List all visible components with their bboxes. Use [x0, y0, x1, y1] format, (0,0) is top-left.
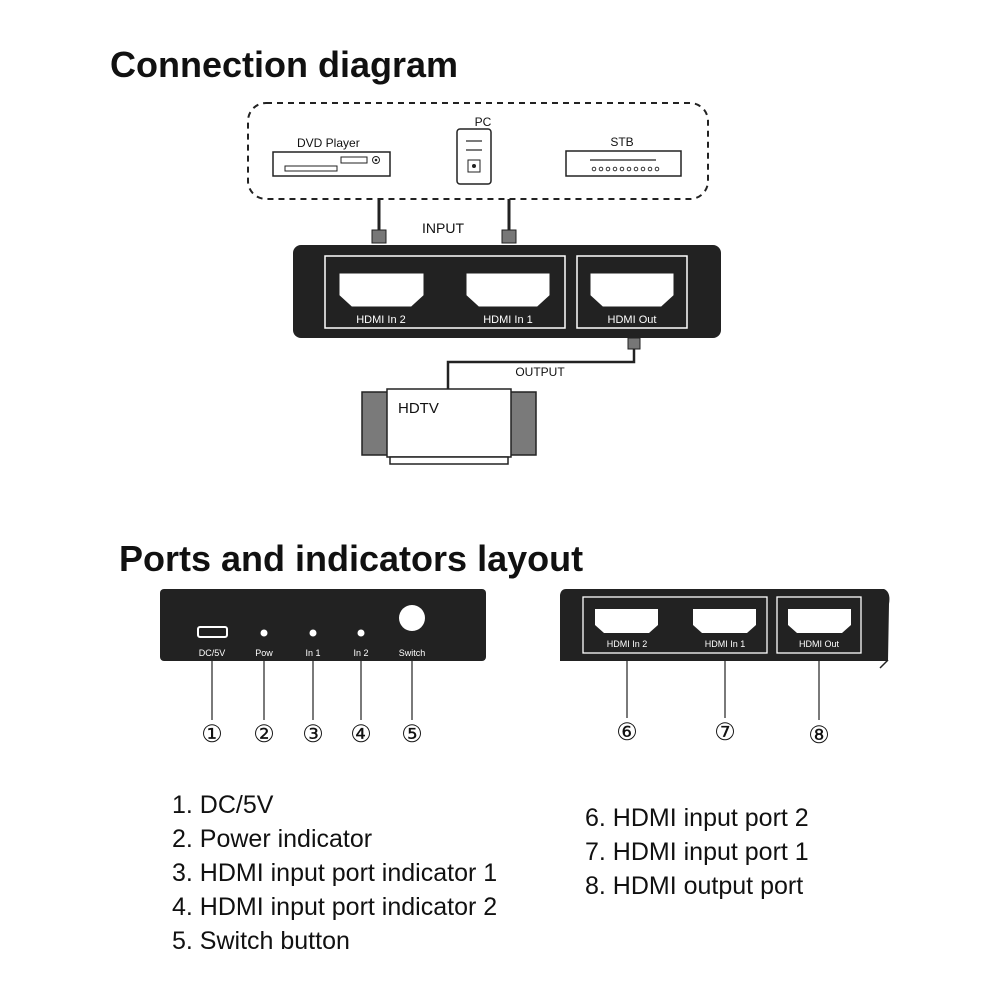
- marker-5: ⑤: [401, 721, 423, 748]
- legend-item-1: 1. DC/5V: [172, 791, 274, 819]
- legend-item-8: 8. HDMI output port: [585, 872, 804, 900]
- legend-left: 1. DC/5V 2. Power indicator 3. HDMI inpu…: [172, 788, 497, 958]
- marker-7: ⑦: [714, 719, 736, 746]
- marker-3: ③: [302, 721, 324, 748]
- marker-4: ④: [350, 721, 372, 748]
- pc-label: PC: [475, 115, 492, 129]
- input-cable-2: [501, 199, 517, 244]
- rear-hdmi-out-port-icon: [788, 609, 851, 633]
- rear-panel-edge: [879, 659, 889, 669]
- stb-device: [565, 150, 682, 177]
- legend-item-7: 7. HDMI input port 1: [585, 838, 809, 866]
- front-in2-label: In 2: [353, 648, 368, 658]
- output-cable: [446, 337, 641, 389]
- source-devices-group: [247, 102, 709, 200]
- input-cable-1: [371, 199, 387, 244]
- legend-item-4: 4. HDMI input port indicator 2: [172, 893, 498, 921]
- hdtv-label: HDTV: [398, 400, 439, 417]
- output-label: OUTPUT: [515, 365, 565, 379]
- rear-out-label: HDMI Out: [799, 639, 840, 649]
- dc-port-icon: [197, 626, 228, 638]
- in2-led-icon: [357, 629, 365, 637]
- marker-8: ⑧: [808, 722, 830, 749]
- front-dc-label: DC/5V: [199, 648, 226, 658]
- legend-item-2: 2. Power indicator: [172, 825, 373, 853]
- marker-1: ①: [201, 721, 223, 748]
- hdmi-out-port-icon: [590, 273, 674, 307]
- hdmi-in1-port-icon: [466, 273, 550, 307]
- rear-in2-label: HDMI In 2: [607, 639, 648, 649]
- rear-output-frame: [776, 596, 862, 654]
- hdmi-out-label: HDMI Out: [608, 314, 657, 326]
- rear-hdmi-in2-port-icon: [595, 609, 658, 633]
- input-ports-frame: [324, 255, 566, 329]
- front-panel: [160, 589, 486, 661]
- hdmi-in2-port-icon: [339, 273, 424, 307]
- output-port-frame: [576, 255, 688, 329]
- dvd-player-device: [272, 151, 391, 177]
- input-label: INPUT: [422, 220, 464, 236]
- legend-item-5: 5. Switch button: [172, 927, 350, 955]
- ports-layout-title: Ports and indicators layout: [119, 538, 584, 579]
- front-in1-label: In 1: [305, 648, 320, 658]
- rear-in1-label: HDMI In 1: [705, 639, 746, 649]
- marker-2: ②: [253, 721, 275, 748]
- dvd-player-label: DVD Player: [297, 136, 360, 150]
- hdmi-in2-label: HDMI In 2: [356, 314, 406, 326]
- rear-leader-lines: [626, 661, 820, 720]
- legend-right: 6. HDMI input port 2 7. HDMI input port …: [585, 801, 809, 903]
- front-pow-label: Pow: [255, 648, 273, 658]
- legend-item-6: 6. HDMI input port 2: [585, 804, 809, 832]
- legend-item-3: 3. HDMI input port indicator 1: [172, 859, 498, 887]
- power-led-icon: [260, 629, 268, 637]
- pc-device: [456, 128, 492, 185]
- marker-6: ⑥: [616, 719, 638, 746]
- stb-label: STB: [610, 135, 633, 149]
- front-switch-label: Switch: [399, 648, 426, 658]
- connection-diagram-title: Connection diagram: [110, 44, 459, 85]
- front-leader-lines: [211, 661, 413, 720]
- hdmi-in1-label: HDMI In 1: [483, 314, 533, 326]
- hdtv-device: [361, 388, 537, 465]
- rear-hdmi-in1-port-icon: [693, 609, 756, 633]
- in1-led-icon: [309, 629, 317, 637]
- switch-button-icon: [399, 605, 425, 631]
- rear-input-frame: [582, 596, 768, 654]
